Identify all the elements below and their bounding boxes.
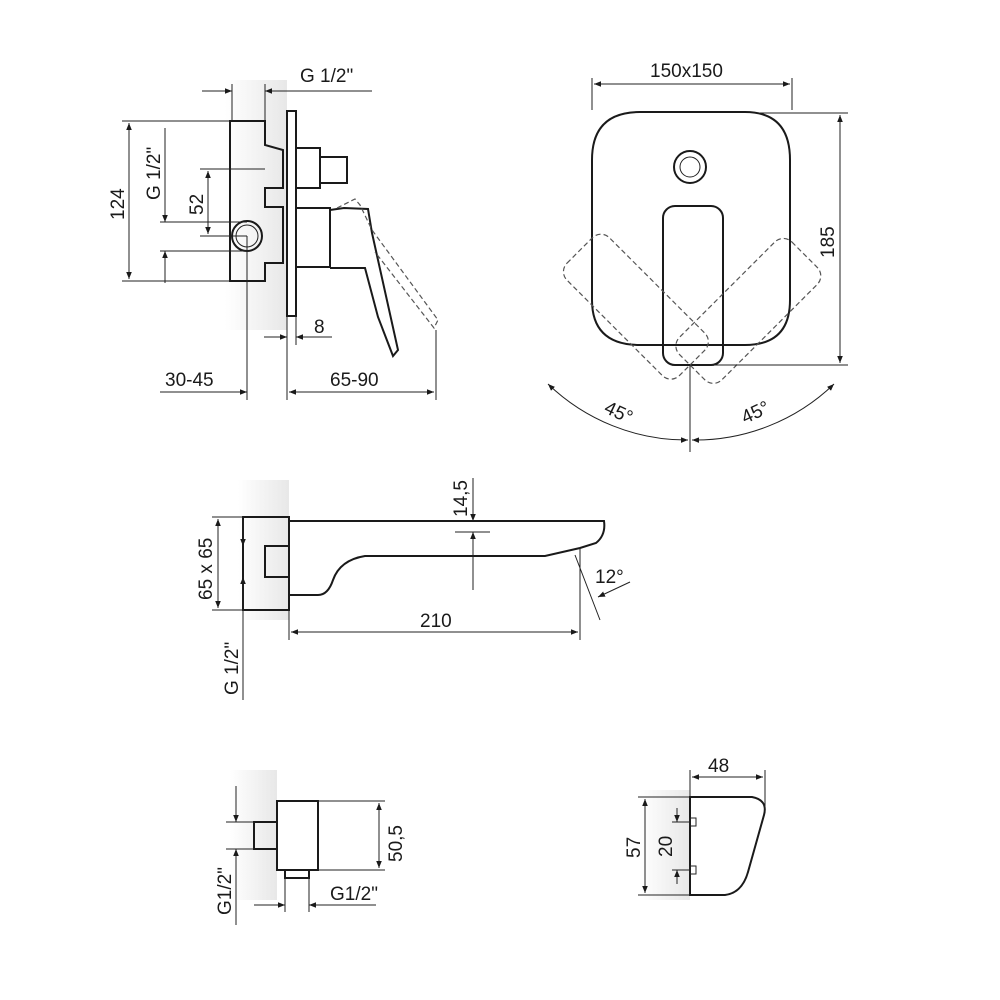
label-thread-bottom: G1/2" — [330, 884, 378, 905]
mixer-side-view: G 1/2" 124 G 1/2" 52 8 30-45 65-90 — [108, 66, 439, 400]
label-angle-right: 45° — [738, 397, 773, 428]
label-height: 50,5 — [386, 825, 407, 862]
label-wall-depth: 30-45 — [165, 370, 214, 391]
label-angle: 12° — [595, 567, 624, 588]
label-inlet-side: G 1/2" — [144, 147, 165, 200]
wall-outlet-view: 50,5 G1/2" G1/2" — [215, 770, 407, 925]
label-height-124: 124 — [108, 188, 129, 220]
holder-view: 48 57 20 — [624, 756, 766, 900]
label-height: 57 — [624, 837, 645, 858]
label-plate-size: 65 x 65 — [196, 538, 217, 600]
label-thread-back: G1/2" — [215, 867, 236, 915]
label-spacing: 20 — [656, 836, 677, 857]
label-height-185: 185 — [818, 226, 839, 258]
label-plate-size: 150x150 — [650, 61, 723, 82]
label-inlet-top: G 1/2" — [300, 66, 353, 87]
mixer-front-view: 150x150 185 45° 45° — [547, 61, 848, 452]
label-angle-left: 45° — [601, 397, 636, 428]
label-spacing-52: 52 — [187, 194, 208, 215]
label-thread: G 1/2" — [222, 642, 243, 695]
label-length: 210 — [420, 611, 452, 632]
label-projection: 65-90 — [330, 370, 379, 391]
label-thickness: 14,5 — [451, 480, 472, 517]
label-depth: 48 — [708, 756, 729, 777]
label-plate-8: 8 — [314, 317, 325, 338]
spout-view: 14,5 65 x 65 G 1/2" 210 12° — [196, 478, 631, 700]
